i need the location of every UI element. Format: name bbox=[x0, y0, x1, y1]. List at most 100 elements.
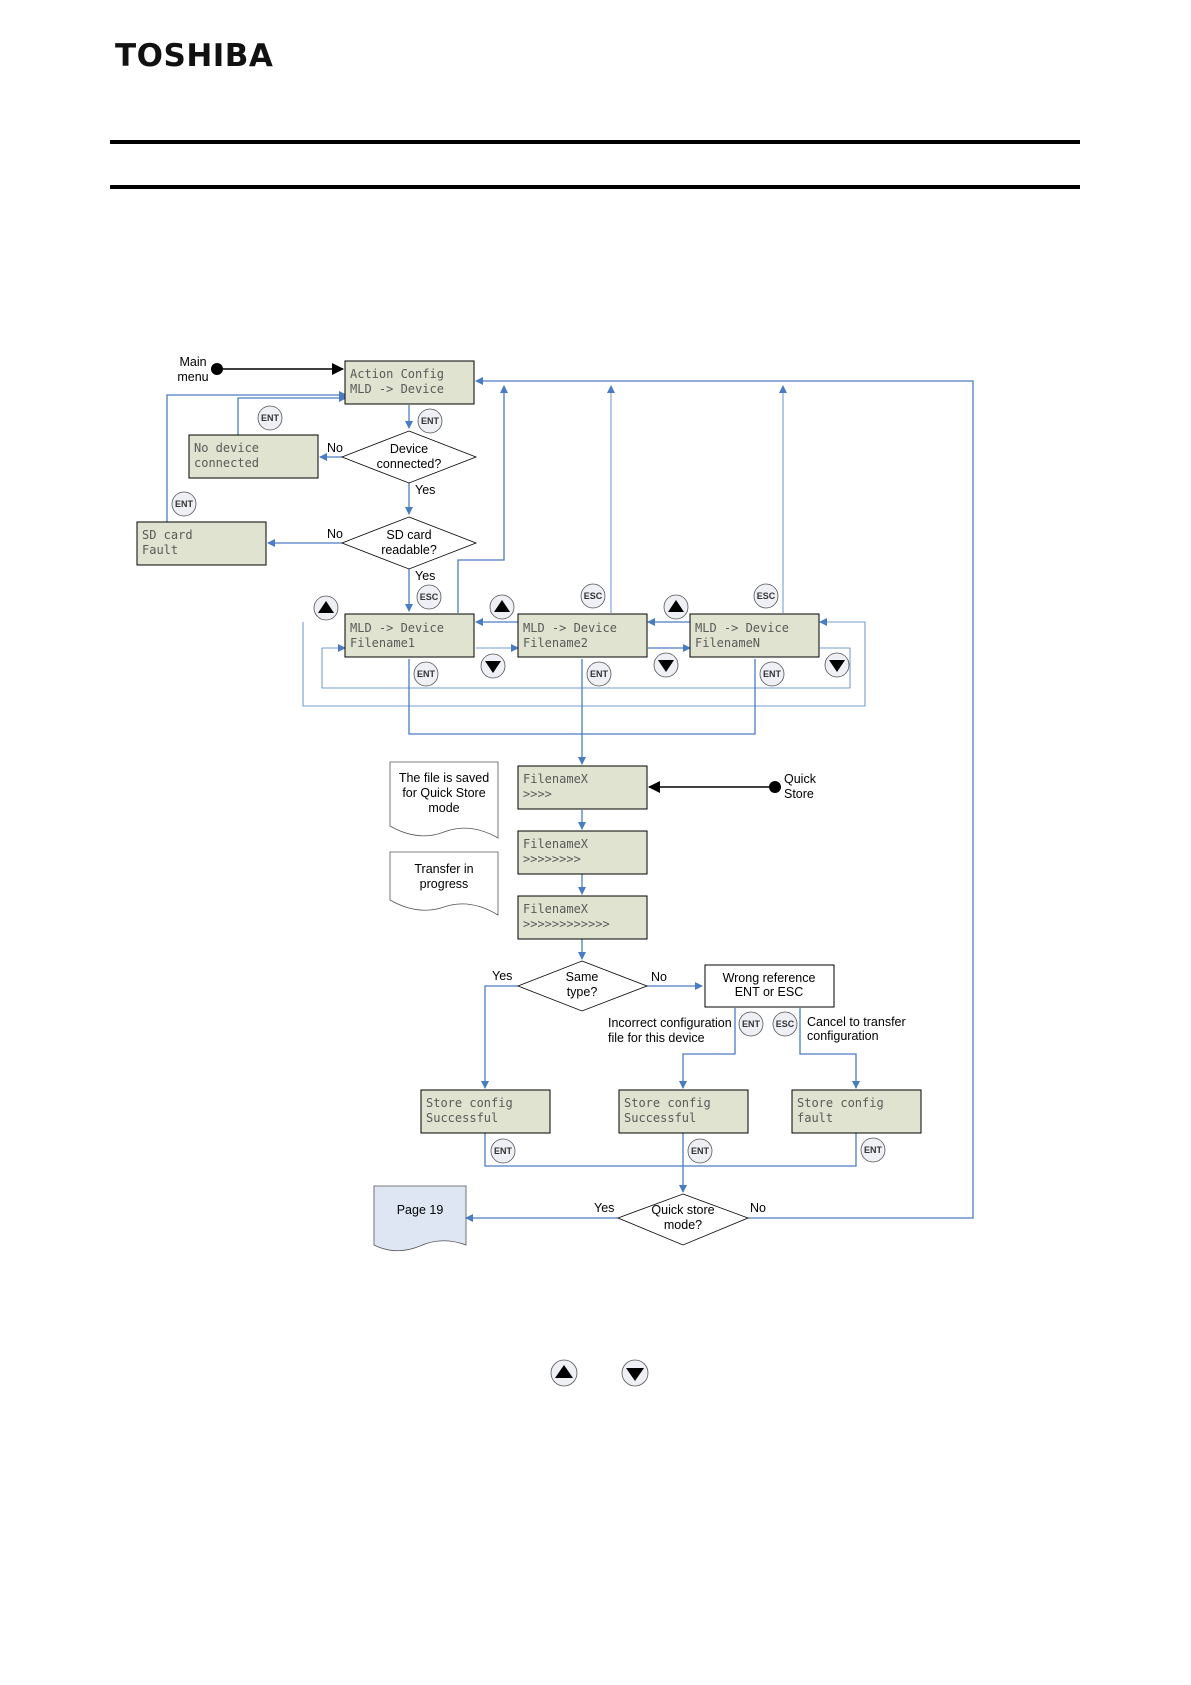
svg-text:FilenameX: FilenameX bbox=[523, 837, 589, 851]
svg-text:The file is saved: The file is saved bbox=[399, 771, 489, 785]
label-no-sd: No bbox=[327, 527, 343, 541]
svg-text:Store config: Store config bbox=[426, 1096, 513, 1110]
label-quick: Quick bbox=[784, 772, 817, 786]
lcd-filename2: MLD -> Device Filename2 bbox=[517, 613, 648, 658]
up-arrow-icon bbox=[313, 595, 339, 621]
wrong-reference-box: Wrong reference ENT or ESC bbox=[704, 964, 835, 1008]
ent-button-icon: ENT bbox=[738, 1011, 764, 1037]
arrow-wrong-ent bbox=[679, 1008, 736, 1089]
svg-text:mode: mode bbox=[428, 801, 459, 815]
lcd-store-ok-1: Store config Successful bbox=[420, 1089, 551, 1134]
svg-text:MLD -> Device: MLD -> Device bbox=[350, 382, 444, 396]
svg-text:Transfer in: Transfer in bbox=[414, 862, 473, 876]
arrow-sd-fault-back bbox=[166, 391, 347, 522]
svg-text:Device: Device bbox=[390, 442, 428, 456]
svg-text:ENT: ENT bbox=[421, 416, 440, 426]
start-dot bbox=[211, 363, 223, 375]
lcd-progress-3: FilenameX >>>>>>>>>>>> bbox=[517, 895, 648, 940]
lcd-progress-1: FilenameX >>>> bbox=[517, 765, 648, 810]
header-rule-bottom bbox=[110, 185, 1080, 189]
esc-button-icon: ESC bbox=[753, 583, 779, 609]
svg-text:Fault: Fault bbox=[142, 543, 178, 557]
svg-text:for Quick Store: for Quick Store bbox=[402, 786, 485, 800]
svg-text:type?: type? bbox=[567, 985, 598, 999]
svg-text:ENT: ENT bbox=[417, 669, 436, 679]
up-arrow-icon bbox=[489, 594, 515, 620]
svg-text:connected?: connected? bbox=[377, 457, 442, 471]
svg-text:Filename2: Filename2 bbox=[523, 636, 588, 650]
down-arrow-icon bbox=[653, 652, 679, 678]
label-cancel-2: configuration bbox=[807, 1029, 879, 1043]
svg-text:connected: connected bbox=[194, 456, 259, 470]
svg-text:Filename1: Filename1 bbox=[350, 636, 415, 650]
quick-store-dot bbox=[769, 781, 781, 793]
decision-device-connected: Device connected? bbox=[340, 430, 478, 484]
decision-same-type: Same type? bbox=[516, 960, 649, 1012]
svg-text:>>>>>>>>: >>>>>>>> bbox=[523, 852, 581, 866]
ent-button-icon: ENT bbox=[257, 405, 283, 431]
svg-text:ENT: ENT bbox=[494, 1146, 513, 1156]
note-file-saved: The file is saved for Quick Store mode bbox=[389, 761, 499, 839]
label-no-same: No bbox=[651, 970, 667, 984]
store-collector bbox=[484, 1133, 857, 1167]
loop-up-outer bbox=[302, 618, 866, 707]
ent-button-icon: ENT bbox=[417, 408, 443, 434]
svg-text:ESC: ESC bbox=[584, 591, 603, 601]
label-no-quick: No bbox=[750, 1201, 766, 1215]
svg-text:MLD -> Device: MLD -> Device bbox=[695, 621, 789, 635]
lcd-store-fault: Store config fault bbox=[791, 1089, 922, 1134]
down-arrow-icon bbox=[480, 653, 506, 679]
svg-text:ENT: ENT bbox=[742, 1019, 761, 1029]
label-main: Main bbox=[179, 355, 206, 369]
svg-text:Page 19: Page 19 bbox=[397, 1203, 444, 1217]
svg-text:ENT: ENT bbox=[864, 1145, 883, 1155]
svg-text:SD card: SD card bbox=[142, 528, 193, 542]
label-store: Store bbox=[784, 787, 814, 801]
label-yes-sd: Yes bbox=[415, 569, 435, 583]
svg-text:FilenameN: FilenameN bbox=[695, 636, 760, 650]
esc-button-icon: ESC bbox=[772, 1011, 798, 1037]
svg-text:FilenameX: FilenameX bbox=[523, 772, 589, 786]
svg-text:MLD -> Device: MLD -> Device bbox=[350, 621, 444, 635]
lcd-action-config: Action Config MLD -> Device bbox=[344, 360, 475, 405]
svg-text:ESC: ESC bbox=[776, 1019, 795, 1029]
lcd-store-ok-2: Store config Successful bbox=[618, 1089, 749, 1134]
loop-down-inner bbox=[321, 647, 851, 689]
label-yes-device: Yes bbox=[415, 483, 435, 497]
svg-text:fault: fault bbox=[797, 1111, 833, 1125]
label-cancel-1: Cancel to transfer bbox=[807, 1015, 906, 1029]
svg-text:readable?: readable? bbox=[381, 543, 437, 557]
label-incorrect-2: file for this device bbox=[608, 1031, 705, 1045]
svg-text:ENT: ENT bbox=[590, 669, 609, 679]
svg-text:ESC: ESC bbox=[420, 592, 439, 602]
svg-text:Store config: Store config bbox=[624, 1096, 711, 1110]
svg-text:ENT: ENT bbox=[763, 669, 782, 679]
ent-button-icon: ENT bbox=[490, 1138, 516, 1164]
svg-text:Action Config: Action Config bbox=[350, 367, 444, 381]
header-rule-top bbox=[110, 140, 1080, 144]
toshiba-logo: TOSHIBA bbox=[115, 38, 274, 74]
esc-button-icon: ESC bbox=[416, 584, 442, 610]
decision-sd-readable: SD card readable? bbox=[340, 516, 478, 570]
svg-text:Successful: Successful bbox=[426, 1111, 498, 1125]
label-yes-quick: Yes bbox=[594, 1201, 614, 1215]
ent-button-icon: ENT bbox=[413, 661, 439, 687]
arrow-wrong-esc bbox=[799, 1008, 860, 1089]
page-19-reference: Page 19 bbox=[373, 1185, 467, 1252]
ent-button-icon: ENT bbox=[759, 661, 785, 687]
svg-text:No device: No device bbox=[194, 441, 259, 455]
svg-text:FilenameX: FilenameX bbox=[523, 902, 589, 916]
note-transfer-progress: Transfer in progress bbox=[389, 851, 499, 916]
lcd-progress-2: FilenameX >>>>>>>> bbox=[517, 830, 648, 875]
svg-text:ESC: ESC bbox=[757, 591, 776, 601]
arrow-no-device-back bbox=[237, 394, 347, 435]
up-arrow-icon bbox=[550, 1359, 578, 1387]
ent-button-icon: ENT bbox=[860, 1137, 886, 1163]
connectors bbox=[166, 377, 974, 1222]
svg-text:progress: progress bbox=[420, 877, 469, 891]
label-incorrect-1: Incorrect configuration bbox=[608, 1016, 732, 1030]
svg-text:>>>>>>>>>>>>: >>>>>>>>>>>> bbox=[523, 917, 610, 931]
svg-text:ENT: ENT bbox=[175, 499, 194, 509]
svg-text:Wrong reference: Wrong reference bbox=[723, 971, 816, 985]
